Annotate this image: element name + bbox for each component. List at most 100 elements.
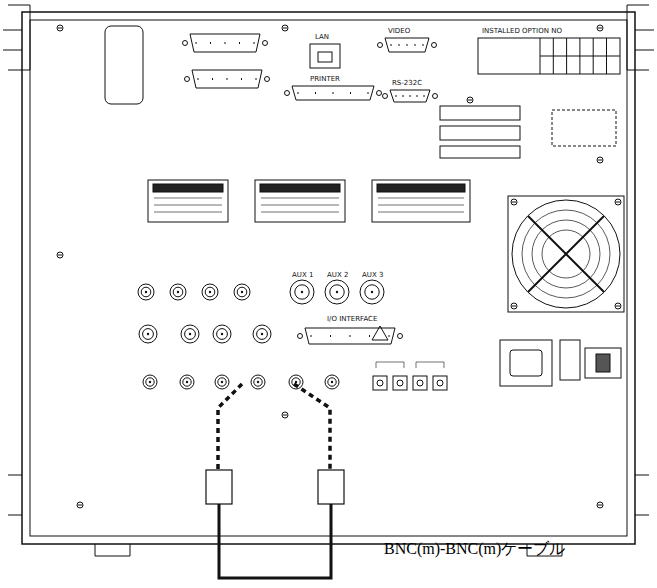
panel-rect (105, 26, 143, 104)
connector-label: AUX 2 (327, 272, 348, 280)
panel-path (218, 384, 242, 470)
panel-circle (282, 412, 288, 418)
panel-path (540, 56, 620, 57)
panel-rect (585, 348, 621, 378)
panel-path (198, 78, 199, 80)
panel-rect (508, 196, 624, 312)
panel-path (261, 212, 339, 213)
panel-circle (217, 329, 228, 340)
panel-circle (145, 291, 147, 293)
panel-circle (330, 285, 344, 299)
panel-rect (596, 354, 610, 372)
panel-path (8, 5, 30, 70)
panel-circle (597, 157, 603, 163)
panel-circle (397, 380, 403, 386)
panel-path (417, 95, 418, 97)
panel-circle (336, 291, 338, 293)
panel-path (58, 255, 62, 256)
panel-circle (57, 25, 63, 31)
panel-path (378, 198, 464, 199)
panel-path (8, 475, 22, 476)
panel-rect (310, 44, 340, 68)
panel-circle (328, 378, 336, 386)
panel-path (78, 505, 82, 506)
panel-path (333, 92, 334, 94)
panel-path (3, 50, 22, 51)
panel-path (403, 95, 404, 97)
panel-path (219, 504, 331, 578)
panel-rect (373, 376, 387, 390)
panel-circle (177, 291, 179, 293)
panel-circle (377, 380, 383, 386)
panel-path (378, 205, 464, 206)
panel-drawing (3, 5, 654, 578)
panel-circle (398, 334, 403, 339)
panel-path (616, 306, 620, 307)
panel-circle (183, 378, 191, 386)
panel-circle (181, 325, 199, 343)
panel-path (468, 100, 472, 101)
panel-path (635, 30, 654, 31)
panel-circle (290, 280, 314, 304)
panel-path (330, 335, 331, 337)
panel-path (635, 475, 649, 476)
panel-path (261, 205, 339, 206)
panel-circle (257, 329, 268, 340)
panel-path (598, 505, 602, 506)
panel-circle (597, 502, 603, 508)
panel-path (390, 90, 430, 102)
panel-circle (511, 199, 517, 205)
panel-circle (282, 25, 288, 31)
panel-rect (148, 180, 228, 222)
panel-path (239, 42, 240, 44)
panel-circle (371, 291, 373, 293)
panel-path (283, 415, 287, 416)
panel-circle (213, 325, 231, 343)
panel-path (423, 44, 424, 46)
panel-circle (377, 91, 382, 96)
panel-circle (433, 94, 438, 99)
panel-circle (301, 291, 303, 293)
panel-circle (251, 375, 265, 389)
panel-path (95, 544, 130, 556)
panel-path (635, 50, 654, 51)
panel-path (212, 78, 213, 80)
panel-path (254, 42, 255, 44)
panel-rect (500, 340, 552, 386)
panel-rect (22, 12, 635, 544)
panel-path (298, 92, 299, 94)
panel-path (241, 78, 242, 80)
panel-path (192, 70, 262, 88)
panel-circle (512, 200, 620, 308)
panel-path (261, 198, 339, 199)
panel-circle (202, 284, 218, 300)
panel-circle (147, 333, 149, 335)
panel-path (294, 384, 330, 470)
panel-circle (597, 25, 603, 31)
cable-caption: BNC(m)-BNC(m)ケーブル (384, 540, 565, 558)
panel-circle (234, 284, 250, 300)
panel-rect (440, 146, 520, 158)
panel-rect (377, 184, 465, 192)
panel-circle (180, 375, 194, 389)
panel-rect (206, 470, 232, 504)
panel-circle (285, 91, 290, 96)
panel-path (385, 38, 429, 52)
panel-circle (189, 333, 191, 335)
panel-path (225, 42, 226, 44)
panel-circle (325, 375, 339, 389)
panel-path (292, 86, 374, 100)
panel-path (372, 326, 388, 340)
panel-path (378, 212, 464, 213)
panel-path (368, 92, 369, 94)
connector-label: I/O INTERFACE (327, 316, 377, 324)
panel-rect (440, 126, 520, 140)
panel-circle (615, 303, 621, 309)
panel-path (399, 44, 400, 46)
panel-rect (413, 376, 427, 390)
panel-circle (183, 41, 188, 46)
panel-path (350, 92, 351, 94)
panel-circle (57, 252, 63, 258)
panel-circle (237, 287, 247, 297)
